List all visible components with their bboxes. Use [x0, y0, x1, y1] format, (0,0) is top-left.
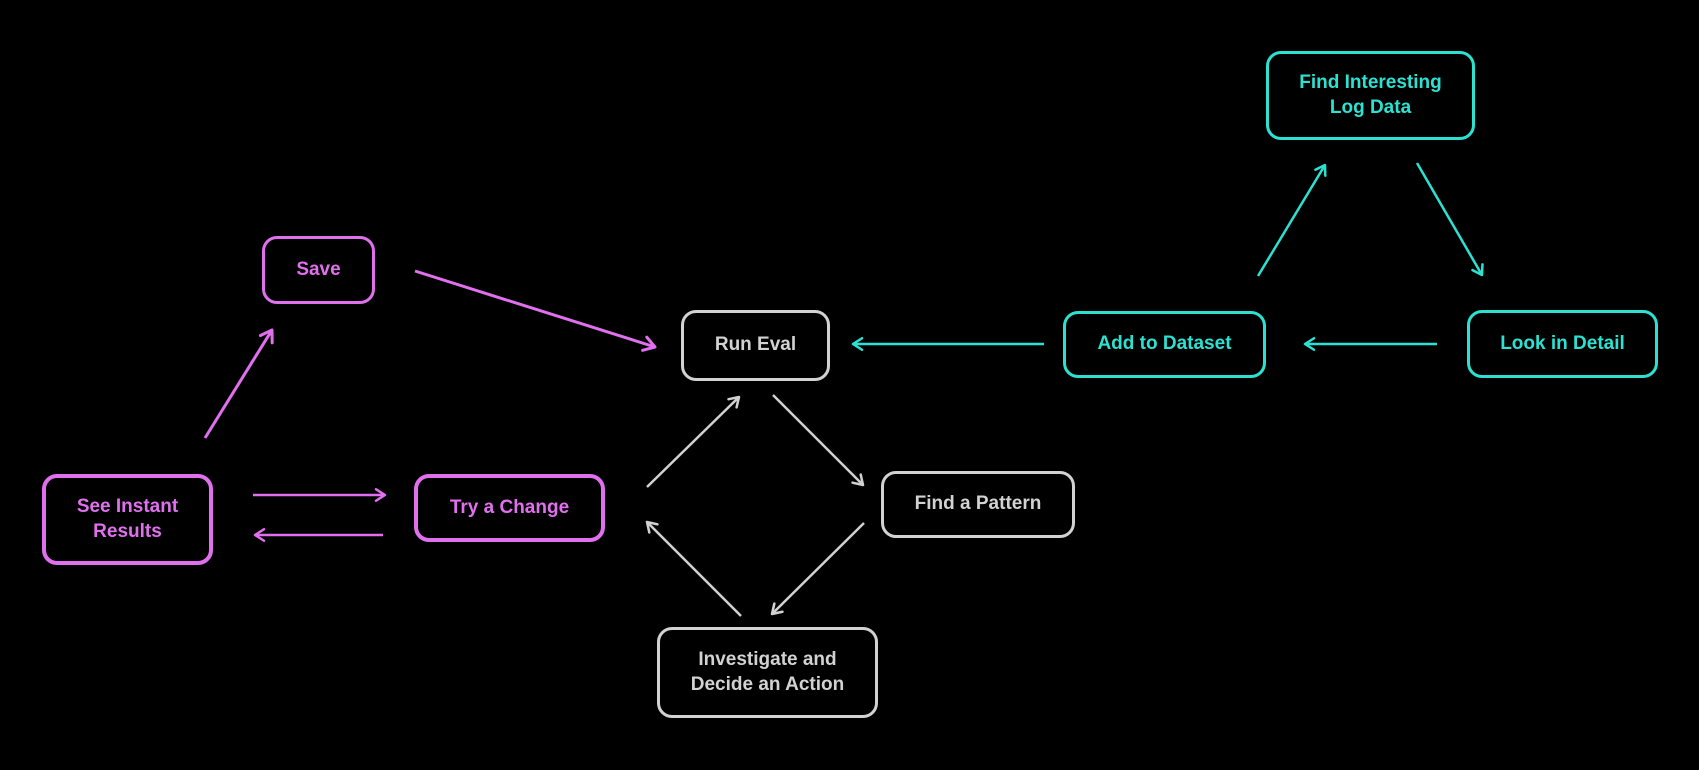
node-try-a-change-label: Try a Change	[449, 496, 570, 518]
node-find-interesting-log-data-label: Find Interesting Log Data	[1299, 71, 1442, 118]
node-investigate-and-decide-an-action-label: Investigate and Decide an Action	[690, 648, 845, 695]
arrow-find-interesting-to-look-in-detail[interactable]	[1415, 162, 1484, 277]
arrow-add-to-dataset-to-find-interesting[interactable]	[1256, 163, 1327, 277]
node-look-in-detail-label: Look in Detail	[1500, 332, 1625, 354]
arrow-see-instant-results-to-save[interactable]	[203, 328, 274, 439]
node-look-in-detail[interactable]: Look in Detail	[1467, 310, 1658, 378]
node-see-instant-results-label: See Instant Results	[76, 495, 179, 542]
arrow-find-a-pattern-to-investigate[interactable]	[770, 522, 865, 616]
node-find-interesting-log-data[interactable]: Find Interesting Log Data	[1266, 51, 1475, 140]
node-run-eval-label: Run Eval	[714, 334, 797, 356]
node-save[interactable]: Save	[262, 236, 375, 304]
arrow-save-to-run-eval[interactable]	[414, 269, 657, 352]
node-find-a-pattern-label: Find a Pattern	[914, 493, 1042, 515]
node-find-a-pattern[interactable]: Find a Pattern	[881, 471, 1075, 538]
arrow-investigate-to-try-a-change[interactable]	[645, 520, 742, 617]
node-save-label: Save	[296, 258, 341, 280]
node-run-eval[interactable]: Run Eval	[681, 310, 830, 381]
arrow-run-eval-to-find-a-pattern[interactable]	[772, 394, 865, 487]
node-add-to-dataset[interactable]: Add to Dataset	[1063, 311, 1266, 378]
arrow-try-a-change-to-run-eval[interactable]	[646, 395, 741, 488]
node-see-instant-results[interactable]: See Instant Results	[42, 474, 213, 565]
node-try-a-change[interactable]: Try a Change	[414, 474, 605, 542]
node-investigate-and-decide-an-action[interactable]: Investigate and Decide an Action	[657, 627, 878, 718]
node-add-to-dataset-label: Add to Dataset	[1097, 333, 1232, 355]
